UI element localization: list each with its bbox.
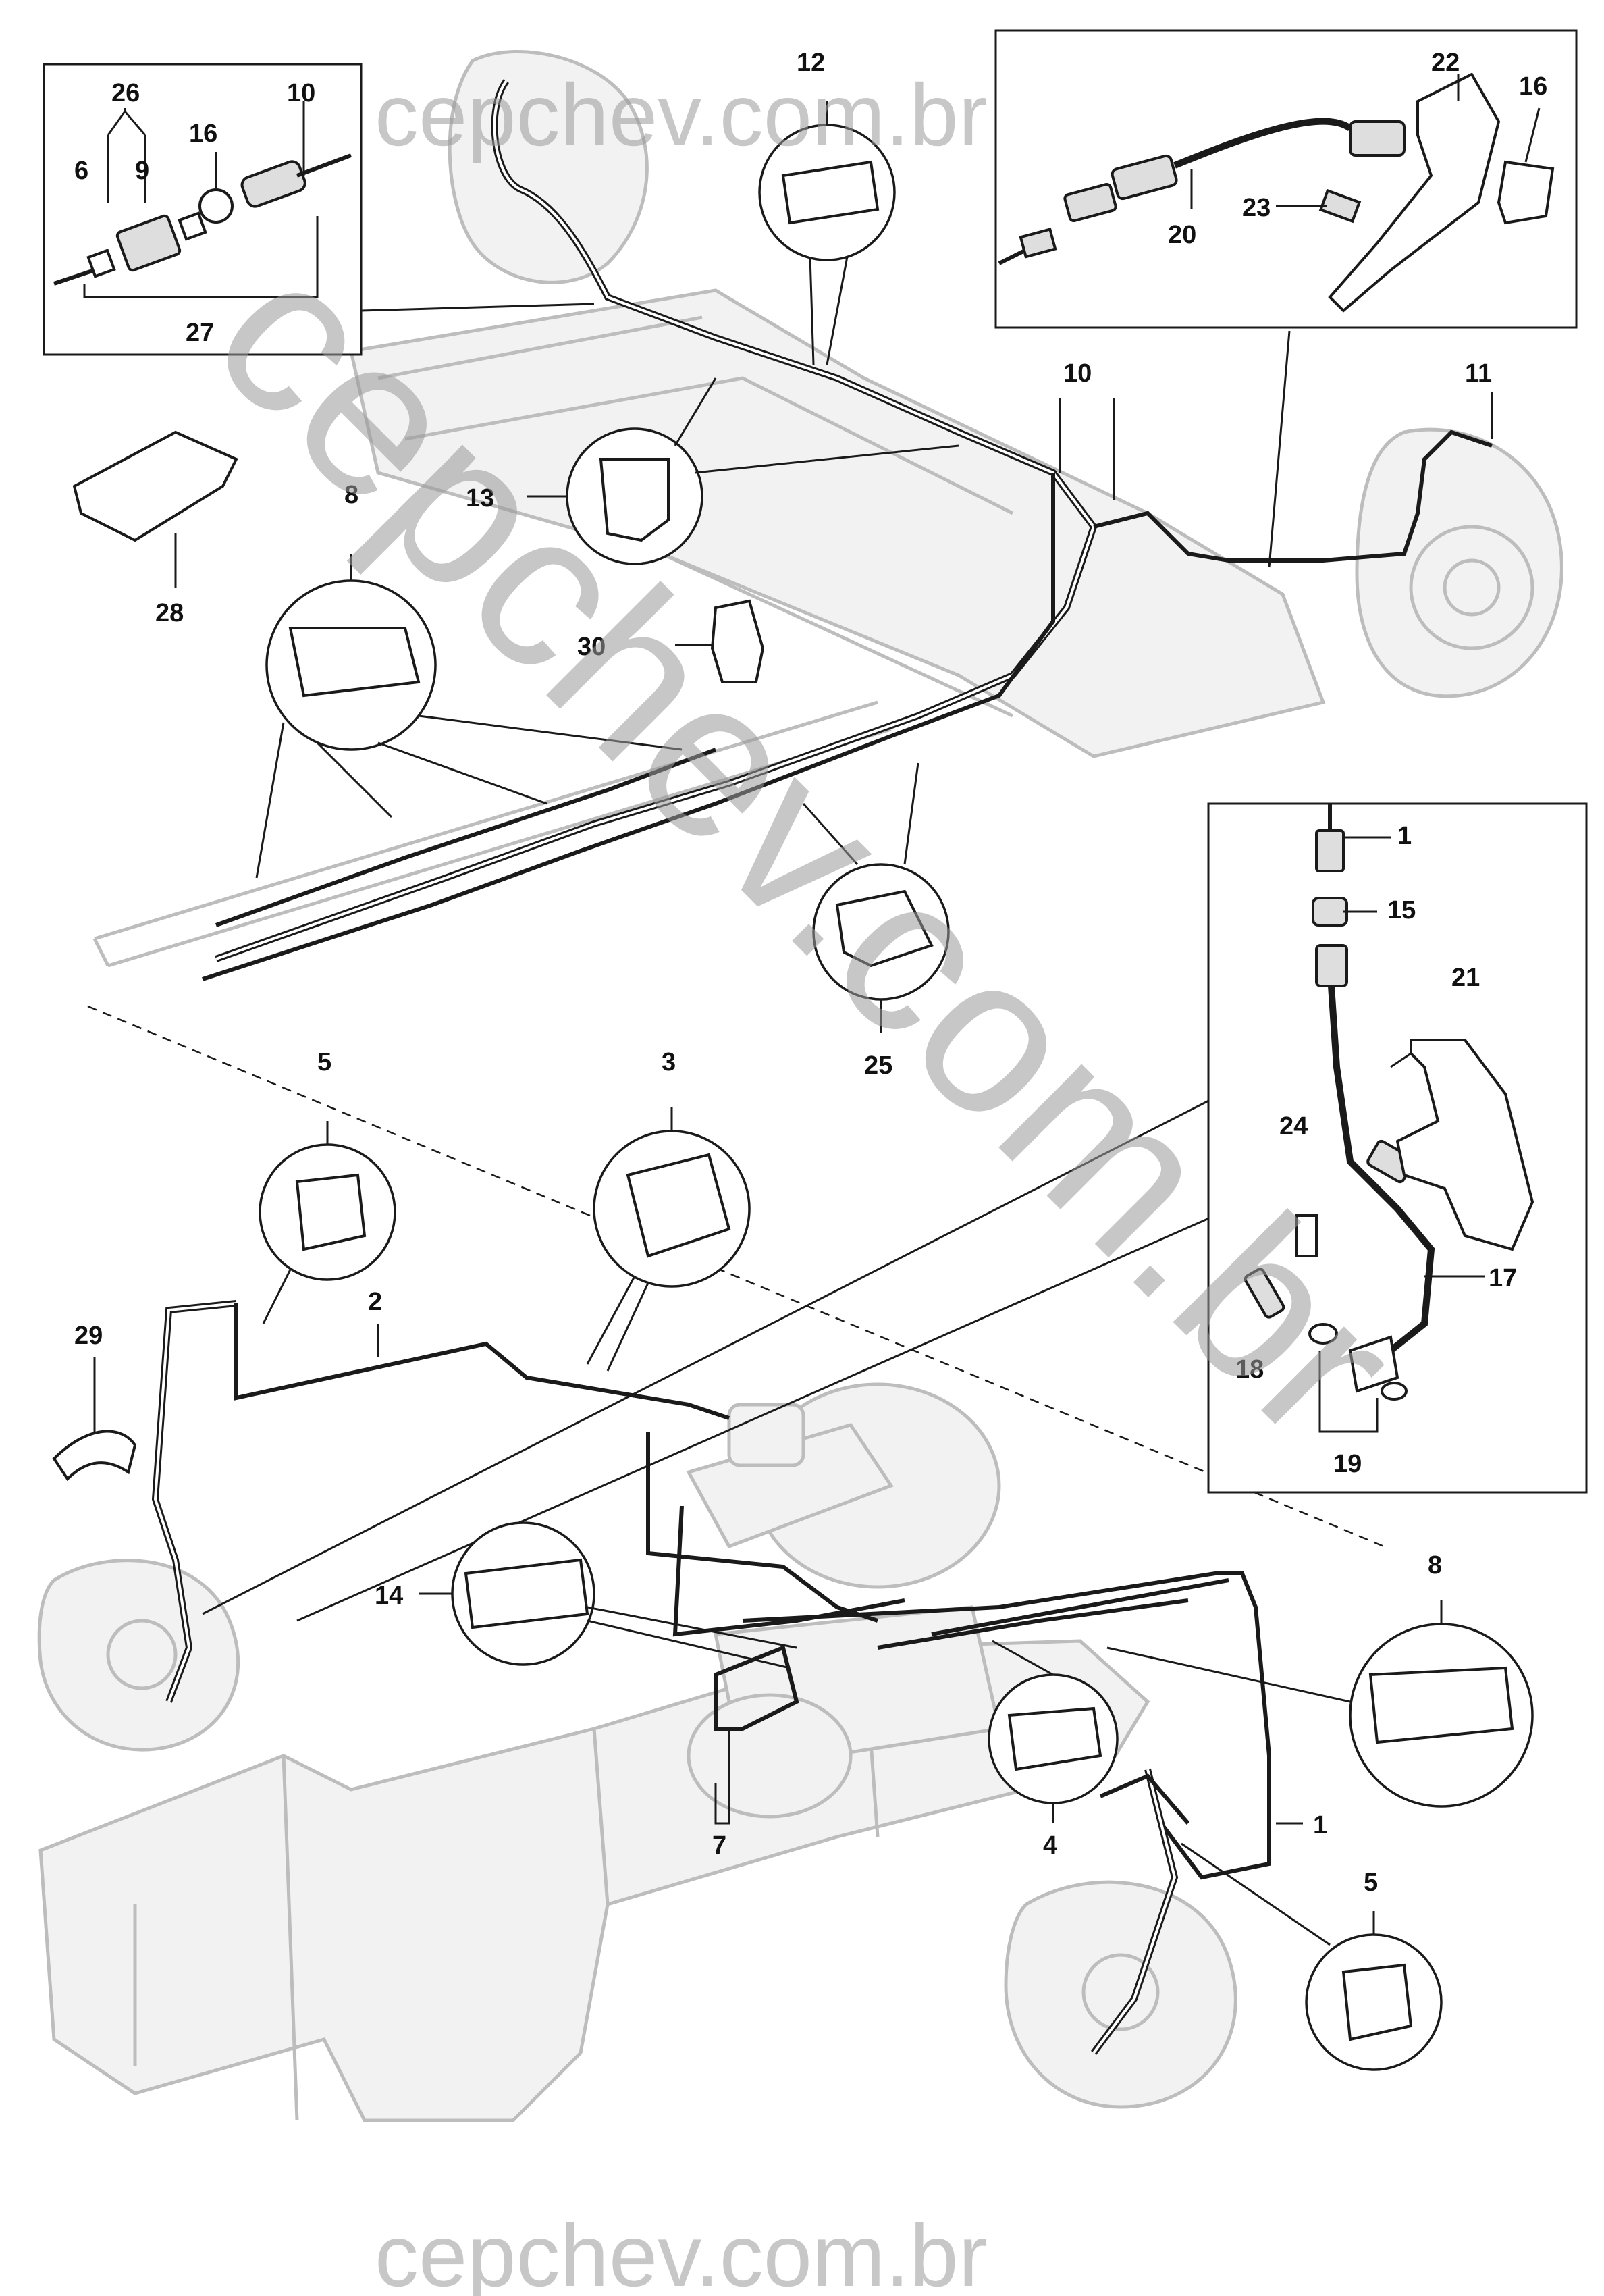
clip-bubble-4	[988, 1640, 1119, 1823]
inset-box-rear-hose	[994, 29, 1578, 329]
callout-25: 25	[864, 1051, 892, 1080]
clip-bubble-8-rear	[255, 554, 683, 879]
clip-bubble-12	[758, 101, 896, 365]
callout-30: 30	[577, 633, 606, 661]
callout-5-upper: 5	[317, 1048, 331, 1076]
callout-2: 2	[368, 1288, 382, 1316]
callout-labels: 26 10 6 9 16 27 12 22 16 23 20 10 11 13 …	[74, 49, 1547, 1897]
clip-bubble-25	[802, 762, 950, 1033]
callout-15: 15	[1387, 896, 1416, 924]
callout-10: 10	[1063, 359, 1092, 388]
leader-front-hose-to-detail	[202, 1093, 1223, 1615]
callout-13: 13	[466, 484, 494, 513]
clip-part-30	[675, 599, 765, 683]
callout-16-rear: 16	[1519, 72, 1547, 101]
rear-hose-parts	[998, 72, 1555, 313]
callout-29: 29	[74, 1322, 103, 1350]
callout-16-inset: 16	[189, 120, 217, 148]
callout-19: 19	[1333, 1450, 1362, 1478]
callout-20: 20	[1168, 221, 1196, 249]
pipe-union-parts	[53, 101, 352, 298]
callout-3: 3	[662, 1048, 676, 1076]
front-subframe-ghost	[37, 1559, 1237, 2122]
callout-5-lower: 5	[1364, 1869, 1378, 1897]
leader-front-pipe-to-detail	[296, 1214, 1216, 1622]
clip-bubble-14	[419, 1521, 797, 1669]
leader-10	[1059, 398, 1115, 500]
callout-6: 6	[74, 157, 88, 185]
clip-part-29	[52, 1357, 137, 1482]
clip-bubble-3	[586, 1107, 751, 1372]
callout-1-front: 1	[1313, 1811, 1327, 1840]
callout-26: 26	[111, 79, 140, 107]
callout-12: 12	[797, 49, 825, 77]
leader-7	[714, 1729, 730, 1825]
callout-22: 22	[1431, 49, 1460, 77]
callout-4: 4	[1043, 1831, 1057, 1860]
clip-bubble-5-upper	[259, 1121, 396, 1324]
callout-17: 17	[1489, 1264, 1517, 1293]
leader-inset-top-left	[360, 303, 595, 312]
front-hose-parts	[1244, 804, 1534, 1433]
callout-1-inset: 1	[1397, 822, 1412, 850]
clip-bubble-5-lower	[1181, 1842, 1443, 2071]
separator-dashed-line	[87, 1005, 1385, 1548]
callout-8-front: 8	[1428, 1551, 1442, 1580]
callout-7: 7	[712, 1831, 726, 1860]
callout-18: 18	[1235, 1355, 1264, 1384]
callout-8-rear: 8	[344, 481, 358, 509]
front-brake-pipe-run	[151, 1300, 1271, 2055]
callout-10-inset: 10	[287, 79, 315, 107]
clip-bubble-8-front	[1106, 1600, 1534, 1808]
callout-27: 27	[186, 319, 214, 347]
leader-rear-hose-to-detail	[1268, 330, 1291, 568]
callout-21: 21	[1451, 964, 1480, 992]
clip-bubble-13	[527, 377, 959, 565]
callout-24: 24	[1279, 1112, 1308, 1141]
watermark-bottom: cepchev.com.br	[375, 2206, 988, 2296]
callout-11: 11	[1465, 359, 1492, 388]
callout-14: 14	[375, 1582, 403, 1610]
clip-part-28	[72, 430, 238, 588]
callout-9: 9	[135, 157, 149, 185]
callout-23: 23	[1242, 194, 1271, 222]
rear-brake-pipe-run	[202, 79, 1493, 981]
watermark-top: cepchev.com.br	[375, 66, 988, 164]
callout-28: 28	[155, 599, 184, 627]
